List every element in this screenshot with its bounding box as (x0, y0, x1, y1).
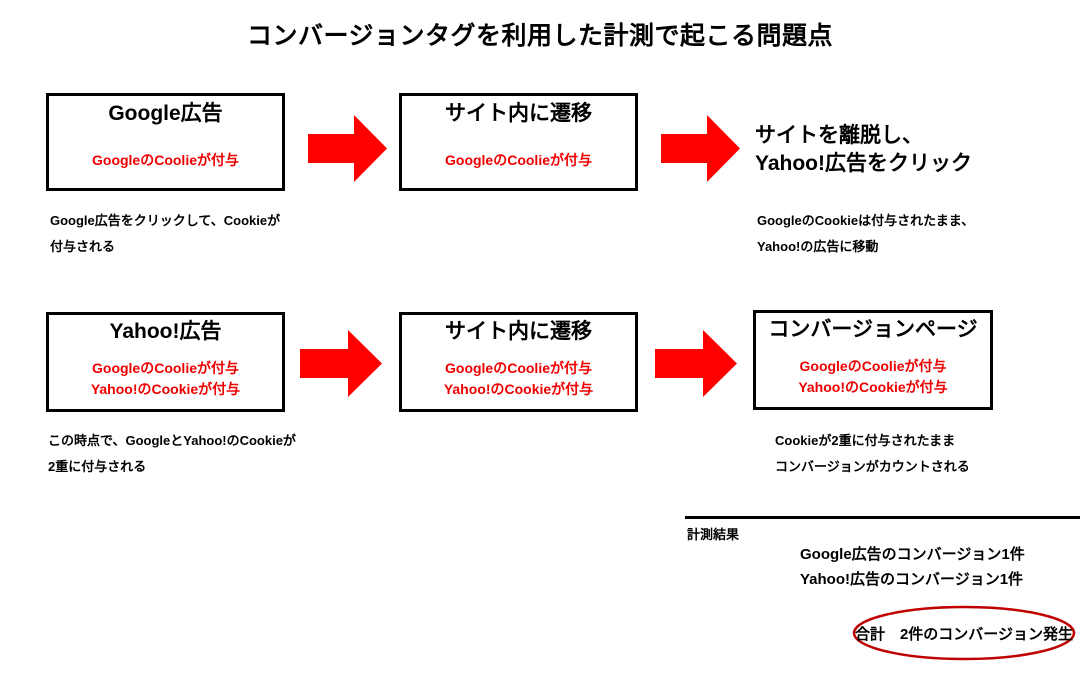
caption-line: GoogleのCookieは付与されたまま、 (757, 213, 975, 228)
flow-box-conversion-page: コンバージョンページ GoogleのCoolieが付与 Yahoo!のCooki… (753, 310, 993, 410)
flow-box-title: サイト内に遷移 (445, 102, 592, 125)
results-label: 計測結果 (687, 527, 740, 542)
flow-box-cookie-lines: GoogleのCoolieが付与 Yahoo!のCookieが付与 (49, 359, 282, 401)
results-item: Google広告のコンバージョン1件 (800, 546, 1025, 563)
right-arrow-icon (655, 330, 737, 397)
flow-step-line: サイトを離脱し、 (755, 124, 923, 147)
total-conversions-text: 合計 2件のコンバージョン発生 (854, 625, 1074, 643)
total-conversions-callout: 合計 2件のコンバージョン発生 (852, 605, 1076, 661)
flow-box-cookie-lines: GoogleのCoolieが付与 (49, 151, 282, 170)
cookie-line: GoogleのCoolieが付与 (92, 360, 239, 377)
caption-line: 2重に付与される (48, 459, 147, 474)
flow-box-google-ad: Google広告 GoogleのCoolieが付与 (46, 93, 285, 191)
flow-box-yahoo-ad: Yahoo!広告 GoogleのCoolieが付与 Yahoo!のCookieが… (46, 312, 285, 412)
flow-step-leave-site: サイトを離脱し、 Yahoo!広告をクリック (755, 122, 972, 179)
cookie-line: Yahoo!のCookieが付与 (90, 380, 241, 397)
flow-step-line: Yahoo!広告をクリック (755, 152, 973, 176)
caption-conversion-counted: Cookieが2重に付与されたまま コンバージョンがカウントされる (775, 428, 970, 480)
red-ellipse-icon (852, 605, 1076, 661)
flow-box-site-transition-1: サイト内に遷移 GoogleのCoolieが付与 (399, 93, 638, 191)
caption-line: Google広告をクリックして、Cookieが (50, 213, 281, 228)
caption-line: Yahoo!の広告に移動 (757, 239, 879, 254)
flow-box-title: Yahoo!広告 (109, 320, 222, 343)
caption-google-ad-click: Google広告をクリックして、Cookieが 付与される (50, 208, 280, 260)
cookie-line: GoogleのCoolieが付与 (445, 360, 592, 377)
flow-box-cookie-lines: GoogleのCoolieが付与 Yahoo!のCookieが付与 (756, 357, 990, 399)
caption-line: この時点で、GoogleとYahoo!のCookieが (48, 433, 296, 448)
caption-line: 付与される (50, 239, 116, 254)
right-arrow-icon (661, 115, 740, 182)
flow-box-title: サイト内に遷移 (445, 320, 592, 343)
caption-line: Cookieが2重に付与されたまま (775, 433, 956, 448)
results-item: Yahoo!広告のコンバージョン1件 (800, 571, 1024, 588)
caption-line: コンバージョンがカウントされる (775, 459, 970, 474)
cookie-line: GoogleのCoolieが付与 (445, 152, 592, 169)
flow-box-title: Google広告 (108, 102, 223, 125)
right-arrow-icon (300, 330, 382, 397)
page-title: コンバージョンタグを利用した計測で起こる問題点 (246, 22, 833, 50)
caption-cookie-remains: GoogleのCookieは付与されたまま、 Yahoo!の広告に移動 (757, 208, 974, 260)
caption-double-cookie: この時点で、GoogleとYahoo!のCookieが 2重に付与される (48, 428, 296, 480)
flow-box-cookie-lines: GoogleのCoolieが付与 (402, 151, 635, 170)
right-arrow-icon (308, 115, 387, 182)
flow-box-site-transition-2: サイト内に遷移 GoogleのCoolieが付与 Yahoo!のCookieが付… (399, 312, 638, 412)
cookie-line: GoogleのCoolieが付与 (92, 152, 239, 169)
flow-box-cookie-lines: GoogleのCoolieが付与 Yahoo!のCookieが付与 (402, 359, 635, 401)
flow-box-title: コンバージョンページ (768, 318, 978, 341)
cookie-line: GoogleのCoolieが付与 (799, 358, 947, 375)
results-divider (685, 516, 1080, 519)
cookie-line: Yahoo!のCookieが付与 (798, 378, 948, 395)
cookie-line: Yahoo!のCookieが付与 (443, 380, 594, 397)
